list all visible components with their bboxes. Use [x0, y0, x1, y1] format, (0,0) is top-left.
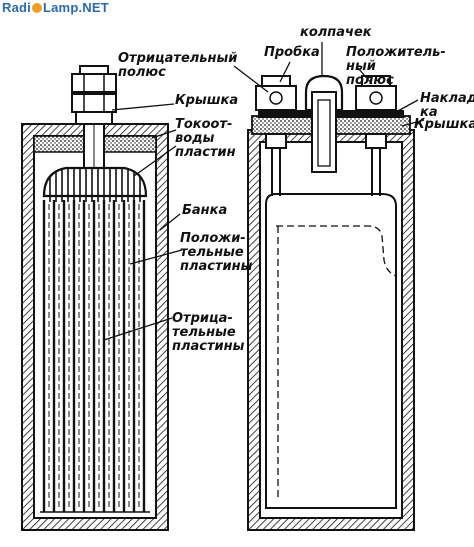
right-positive-terminal	[355, 75, 397, 149]
label-left-jar: Банка	[182, 203, 228, 218]
right-plug-cap	[304, 74, 344, 173]
right-cell	[233, 42, 425, 531]
label-right-cover: Крышка	[414, 117, 474, 132]
site-watermark: Radi Lamp.NET	[2, 0, 109, 15]
right-terminal-rods	[271, 148, 381, 196]
label-left-collectors: Токоот- воды пластин	[175, 117, 236, 160]
right-plate-block	[265, 193, 397, 509]
watermark-text-post: Lamp.NET	[42, 0, 109, 15]
left-plates	[40, 200, 150, 513]
label-left-cover: Крышка	[175, 93, 239, 108]
left-collector-comb	[42, 166, 148, 202]
label-negative-pole: Отрицательный полюс	[118, 51, 238, 80]
label-overlay: Наклад- ка	[420, 91, 474, 120]
left-terminal	[71, 65, 117, 169]
label-cap: колпачек	[300, 25, 372, 40]
label-left-negative-plates: Отрица- тельные пластины	[172, 311, 245, 354]
right-leader-lines	[233, 42, 425, 127]
label-left-positive-plates: Положи- тельные пластины	[180, 231, 253, 274]
label-plug: Пробка	[264, 45, 320, 60]
left-cell	[21, 65, 183, 531]
left-leader-lines	[103, 103, 183, 341]
right-negative-terminal	[255, 75, 297, 149]
label-positive-pole: Положитель- ный полюс	[346, 45, 446, 88]
watermark-text-pre: Radi	[2, 0, 31, 15]
lamp-icon	[31, 3, 42, 13]
